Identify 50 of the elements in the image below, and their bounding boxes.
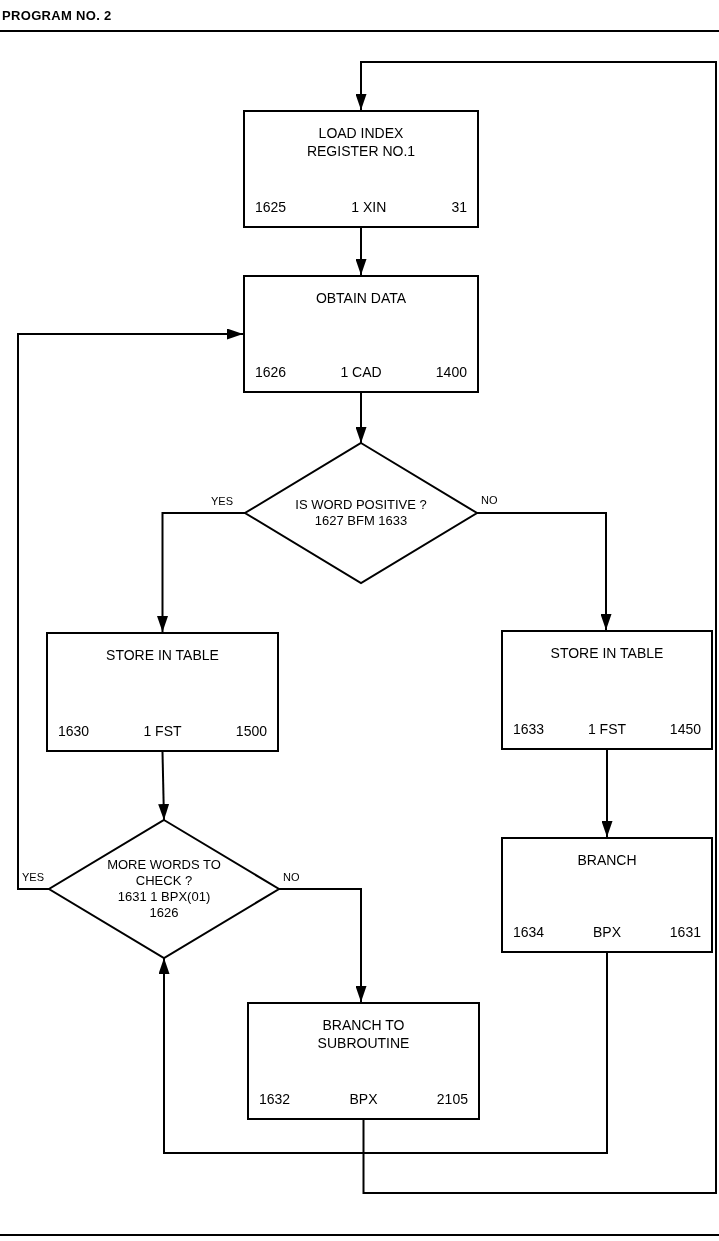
process-box bbox=[46, 632, 279, 752]
instruction-code: 1633 bbox=[513, 720, 545, 739]
edge-label: YES bbox=[22, 872, 44, 883]
step-title: BRANCH TO SUBROUTINE bbox=[316, 1016, 411, 1053]
arrow bbox=[158, 952, 608, 1154]
step-title: LOAD INDEX REGISTER NO.1 bbox=[305, 124, 417, 161]
arrow bbox=[17, 328, 244, 890]
decision-text: 1631 1 BPX(01) bbox=[116, 889, 212, 906]
instruction-code: 1400 bbox=[435, 363, 467, 382]
arrow bbox=[158, 751, 170, 821]
process-box bbox=[243, 275, 479, 393]
instruction-code: 1626 bbox=[255, 363, 287, 382]
instruction-code: 1 XIN bbox=[351, 198, 387, 217]
instruction-code: 31 bbox=[451, 198, 467, 217]
step-title: STORE IN TABLE bbox=[550, 644, 664, 663]
decision-text: IS WORD POSITIVE ? bbox=[294, 496, 428, 513]
process-box bbox=[501, 630, 713, 750]
step-title: OBTAIN DATA bbox=[315, 289, 407, 308]
arrow bbox=[278, 888, 367, 1003]
page-title: PROGRAM NO. 2 bbox=[2, 7, 112, 25]
instruction-code: 1631 bbox=[669, 923, 701, 942]
edge-label: NO bbox=[283, 872, 300, 883]
arrow bbox=[355, 61, 717, 1194]
arrow bbox=[355, 392, 367, 444]
instruction-code: 1500 bbox=[235, 722, 267, 741]
decision-text: 1626 bbox=[148, 905, 180, 922]
instruction-code: 1632 bbox=[259, 1090, 291, 1109]
process-box bbox=[501, 837, 713, 953]
edge-label: NO bbox=[481, 495, 498, 506]
arrow bbox=[476, 512, 612, 631]
edge-label: YES bbox=[211, 496, 233, 507]
step-title: BRANCH bbox=[577, 851, 637, 870]
instruction-code: 1634 bbox=[513, 923, 545, 942]
instruction-code: 1 FST bbox=[143, 722, 182, 741]
process-box bbox=[243, 110, 479, 228]
instruction-code: 1450 bbox=[669, 720, 701, 739]
instruction-code: 2105 bbox=[436, 1090, 468, 1109]
process-box bbox=[247, 1002, 480, 1120]
instruction-code: 1630 bbox=[58, 722, 90, 741]
decision-text: 1627 BFM 1633 bbox=[313, 513, 409, 530]
instruction-code: BPX bbox=[349, 1090, 378, 1109]
arrow bbox=[157, 512, 246, 633]
instruction-code: BPX bbox=[593, 923, 621, 942]
instruction-code: 1 CAD bbox=[340, 363, 382, 382]
step-title: STORE IN TABLE bbox=[106, 646, 219, 665]
decision-text: MORE WORDS TO CHECK ? bbox=[106, 856, 222, 889]
arrow bbox=[601, 749, 613, 838]
instruction-code: 1625 bbox=[255, 198, 287, 217]
instruction-code: 1 FST bbox=[587, 720, 627, 739]
arrow bbox=[355, 227, 367, 276]
